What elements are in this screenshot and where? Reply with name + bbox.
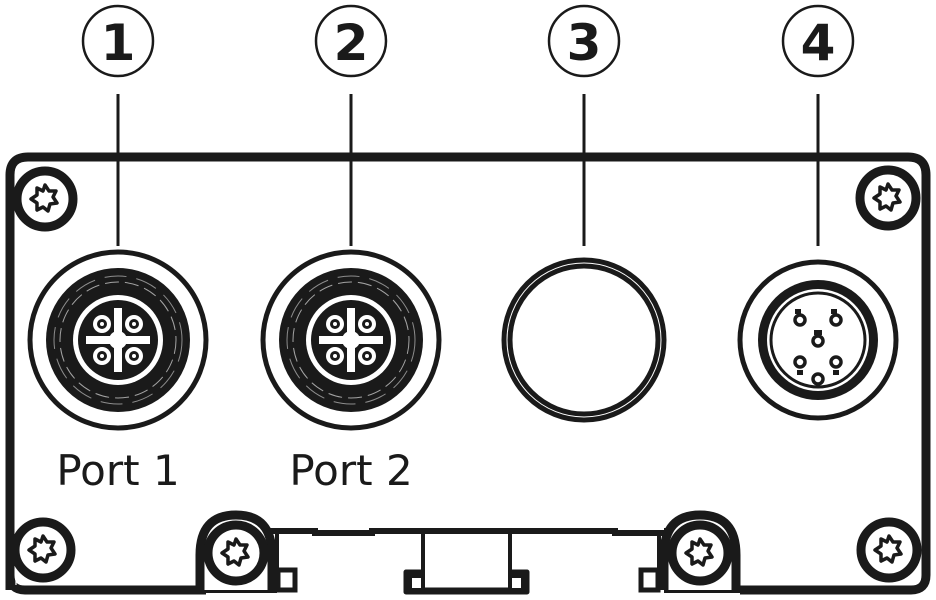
torx-screw-icon — [860, 170, 916, 226]
coded-socket-icon — [263, 252, 439, 428]
blank-plug-inner-ring — [507, 263, 661, 417]
connector-pins — [793, 313, 843, 386]
callout-circle — [81, 4, 155, 78]
callout-1: 1 — [81, 4, 155, 246]
callout-circle — [547, 4, 621, 78]
housing-outline — [5, 152, 931, 595]
coded-socket-icon — [30, 252, 206, 428]
torx-screw-icon — [861, 522, 917, 578]
torx-screw-icon — [208, 525, 264, 581]
callout-3: 3 — [547, 4, 621, 246]
blank-plug-outer-ring — [501, 257, 667, 423]
callout-number: 2 — [334, 14, 369, 72]
callout-number: 1 — [101, 14, 136, 72]
port-1: Port 1 — [30, 252, 206, 495]
callout-number: 3 — [567, 14, 602, 72]
torx-screw-icon — [17, 171, 73, 227]
callout-number: 4 — [801, 14, 836, 72]
port-2: Port 2 — [263, 252, 439, 495]
port-label: Port 1 — [56, 446, 179, 495]
port-4 — [737, 259, 899, 421]
port-label: Port 2 — [289, 446, 412, 495]
callout-2: 2 — [314, 4, 388, 246]
callout-4: 4 — [781, 4, 855, 246]
torx-screw-icon — [15, 522, 71, 578]
torx-screw-icon — [672, 525, 728, 581]
callout-circle — [781, 4, 855, 78]
callout-circle — [314, 4, 388, 78]
blank-port — [501, 257, 667, 423]
